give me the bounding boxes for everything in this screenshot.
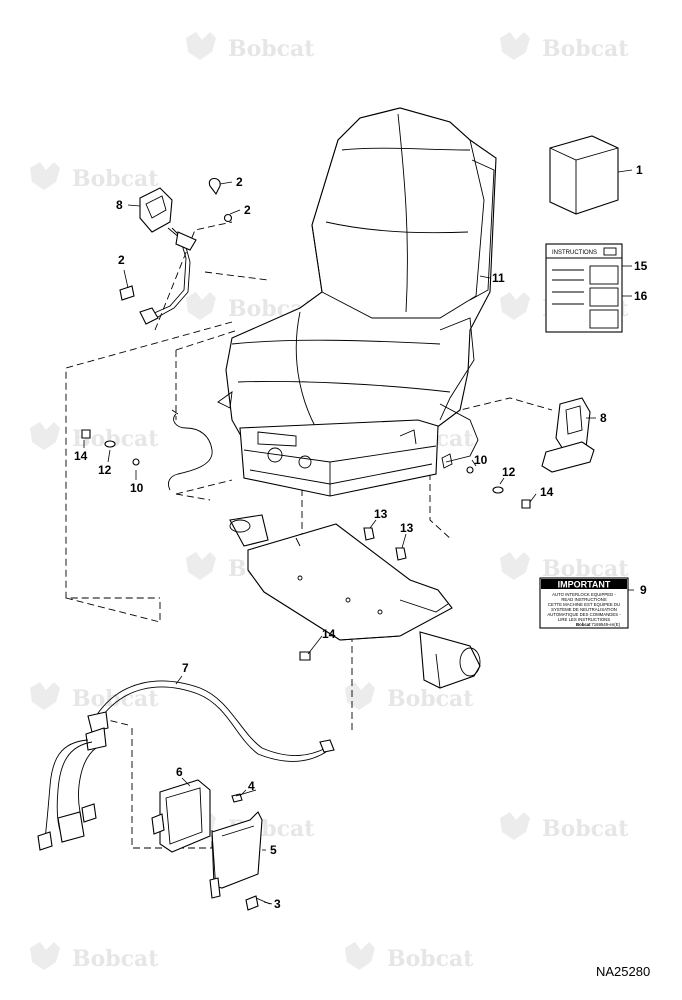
svg-text:AUTO INTERLOCK EQUIPPED -: AUTO INTERLOCK EQUIPPED - [552,592,616,597]
svg-text:AUTOMATIQUE DES COMMANDES -: AUTOMATIQUE DES COMMANDES - [547,612,621,617]
operator-manual-box [549,135,619,215]
callout-2: 2 [244,203,251,217]
seat-assembly [217,107,497,497]
switch-harness [167,409,213,491]
svg-text:LIRE LES INSTRUCTIONS: LIRE LES INSTRUCTIONS [558,617,610,622]
callout-8: 8 [600,411,607,425]
callout-1: 1 [636,163,643,177]
svg-text:READ INSTRUCTIONS: READ INSTRUCTIONS [561,597,606,602]
svg-text:Bobcat: Bobcat [576,622,591,627]
watermark: Bobcat [500,812,629,842]
callout-15: 15 [634,259,648,273]
instructions-manual: INSTRUCTIONS [545,243,623,333]
svg-text:Bobcat: Bobcat [72,166,159,192]
svg-text:7169549-en(E): 7169549-en(E) [591,622,620,627]
callout-14: 14 [74,449,88,463]
watermark: Bobcat [345,682,474,712]
leader-lines [83,169,634,905]
callout-10: 10 [130,481,144,495]
svg-text:Bobcat: Bobcat [228,36,315,62]
callout-13: 13 [400,521,414,535]
svg-text:Bobcat: Bobcat [542,36,629,62]
callout-13: 13 [374,507,388,521]
callout-2: 2 [118,253,125,267]
watermark: Bobcat [30,422,159,452]
watermark: Bobcat [30,162,159,192]
callout-11: 11 [492,271,505,285]
drawing-reference: NA25280 [596,964,650,979]
callout-14: 14 [322,627,336,641]
svg-text:Bobcat: Bobcat [72,946,159,972]
callout-9: 9 [640,583,647,597]
callout-10: 10 [474,453,488,467]
svg-text:Bobcat: Bobcat [72,686,159,712]
callout-4: 4 [248,779,255,793]
callout-3: 3 [274,897,281,911]
callout-16: 16 [634,289,648,303]
callout-12: 12 [502,465,516,479]
watermark: Bobcat [30,942,159,972]
mounting-plate [229,514,481,689]
seat-belt-buckle [139,187,197,325]
callout-14: 14 [540,485,554,499]
callout-2: 2 [236,175,243,189]
svg-text:Bobcat: Bobcat [542,816,629,842]
svg-text:INSTRUCTIONS: INSTRUCTIONS [552,250,597,256]
callout-8: 8 [116,198,123,212]
svg-text:CETTE MACHINE EST EQUIPEE DU: CETTE MACHINE EST EQUIPEE DU [548,602,620,607]
callout-7: 7 [182,661,189,675]
callout-6: 6 [176,765,183,779]
watermark: Bobcat [345,942,474,972]
callouts: 1 2 2 2 3 4 5 6 7 8 8 9 10 10 11 12 12 1… [74,163,648,911]
svg-text:IMPORTANT: IMPORTANT [558,580,611,590]
watermark: Bobcat [186,32,315,62]
callout-5: 5 [270,843,277,857]
watermark: Bobcat [30,682,159,712]
wiring-harness [37,680,335,851]
watermark: Bobcat [500,32,629,62]
svg-text:Bobcat: Bobcat [387,686,474,712]
svg-text:Bobcat: Bobcat [387,946,474,972]
seat-belt-buckle-right [439,397,595,473]
svg-text:SYSTEME DE NEUTRALISATION: SYSTEME DE NEUTRALISATION [551,607,617,612]
important-decal: IMPORTANT AUTO INTERLOCK EQUIPPED - READ… [539,577,629,629]
controller-module [151,779,211,853]
callout-12: 12 [98,463,112,477]
mounting-bracket [209,811,263,899]
